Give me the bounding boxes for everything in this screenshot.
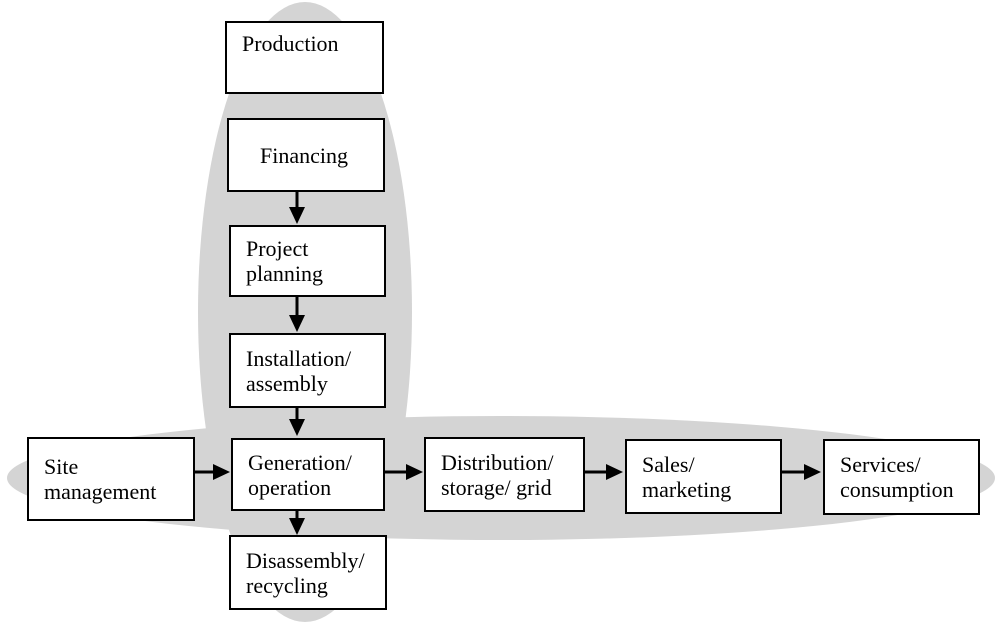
node-financing: Financing (227, 118, 385, 192)
arrow-generation-to-disassembly (289, 511, 305, 535)
node-generation-operation: Generation/ operation (231, 438, 385, 511)
arrow-site-management-to-generation (195, 464, 230, 480)
node-sales-marketing: Sales/ marketing (625, 439, 782, 514)
node-generation-operation-label: Generation/ operation (248, 449, 352, 500)
arrow-distribution-to-sales (585, 464, 623, 480)
node-site-management-label: Site management (44, 454, 157, 504)
arrow-installation-to-generation (289, 407, 305, 436)
node-disassembly-recycling-label: Disassembly/ recycling (246, 547, 365, 598)
node-disassembly-recycling: Disassembly/ recycling (229, 535, 387, 610)
node-installation-assembly: Installation/ assembly (229, 333, 386, 408)
node-production: Production (225, 21, 384, 94)
arrow-financing-to-project-planning (289, 192, 305, 224)
node-distribution-storage-grid-label: Distribution/ storage/ grid (441, 449, 554, 500)
node-production-label: Production (242, 31, 339, 56)
node-project-planning: Project planning (229, 225, 386, 297)
node-sales-marketing-label: Sales/ marketing (642, 451, 732, 502)
node-services-consumption-label: Services/ consumption (840, 452, 954, 502)
node-project-planning-label: Project planning (246, 236, 323, 286)
node-financing-label: Financing (260, 142, 348, 168)
node-installation-assembly-label: Installation/ assembly (246, 345, 352, 396)
arrow-sales-to-services (782, 464, 821, 480)
node-services-consumption: Services/ consumption (823, 439, 980, 515)
arrow-project-planning-to-installation (289, 297, 305, 332)
node-distribution-storage-grid: Distribution/ storage/ grid (424, 437, 585, 512)
arrow-generation-to-distribution (385, 464, 423, 480)
node-site-management: Site management (27, 437, 195, 521)
